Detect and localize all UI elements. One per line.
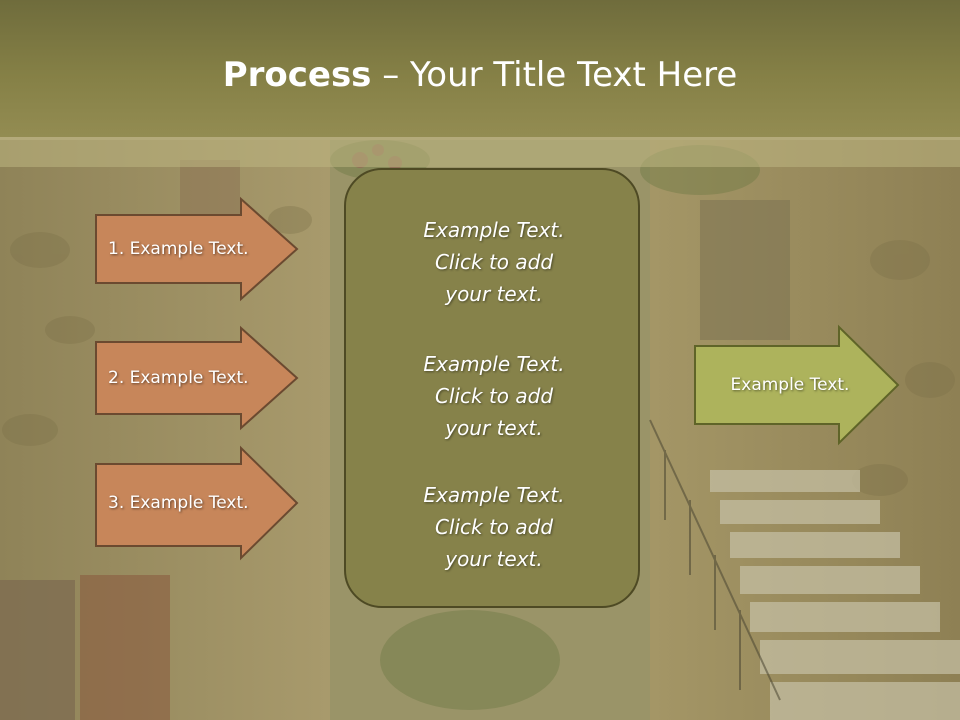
title-bold: Process xyxy=(222,55,372,95)
step-arrow-1[interactable]: 1. Example Text. xyxy=(95,196,299,302)
center-paragraph-2: Example Text. Click to add your text. xyxy=(346,348,642,444)
center-paragraph-1: Example Text. Click to add your text. xyxy=(346,214,642,310)
arrow-shape xyxy=(95,445,299,561)
output-label: Example Text. xyxy=(730,375,850,395)
center-text-box[interactable]: Example Text. Click to add your text. Ex… xyxy=(344,168,640,608)
arrow-shape xyxy=(95,196,299,302)
paragraph-line: Example Text. xyxy=(423,483,565,507)
paragraph-line: your text. xyxy=(445,547,543,571)
paragraph-line: your text. xyxy=(445,416,543,440)
paragraph-line: Example Text. xyxy=(423,352,565,376)
output-arrow[interactable]: Example Text. xyxy=(694,324,900,446)
paragraph-line: Click to add xyxy=(434,384,554,408)
paragraph-line: Example Text. xyxy=(423,218,565,242)
title-rest: – Your Title Text Here xyxy=(371,55,738,95)
paragraph-line: Click to add xyxy=(434,515,554,539)
step-label-2: 2. Example Text. xyxy=(108,368,249,388)
paragraph-line: Click to add xyxy=(434,250,554,274)
arrow-shape xyxy=(694,324,900,446)
slide-title[interactable]: Process – Your Title Text Here xyxy=(0,52,960,98)
step-label-3: 3. Example Text. xyxy=(108,493,249,513)
step-arrow-2[interactable]: 2. Example Text. xyxy=(95,325,299,431)
center-paragraph-3: Example Text. Click to add your text. xyxy=(346,479,642,575)
title-band xyxy=(0,0,960,137)
step-arrow-3[interactable]: 3. Example Text. xyxy=(95,445,299,561)
step-label-1: 1. Example Text. xyxy=(108,239,249,259)
paragraph-line: your text. xyxy=(445,282,543,306)
title-band-fade xyxy=(0,137,960,167)
arrow-shape xyxy=(95,325,299,431)
